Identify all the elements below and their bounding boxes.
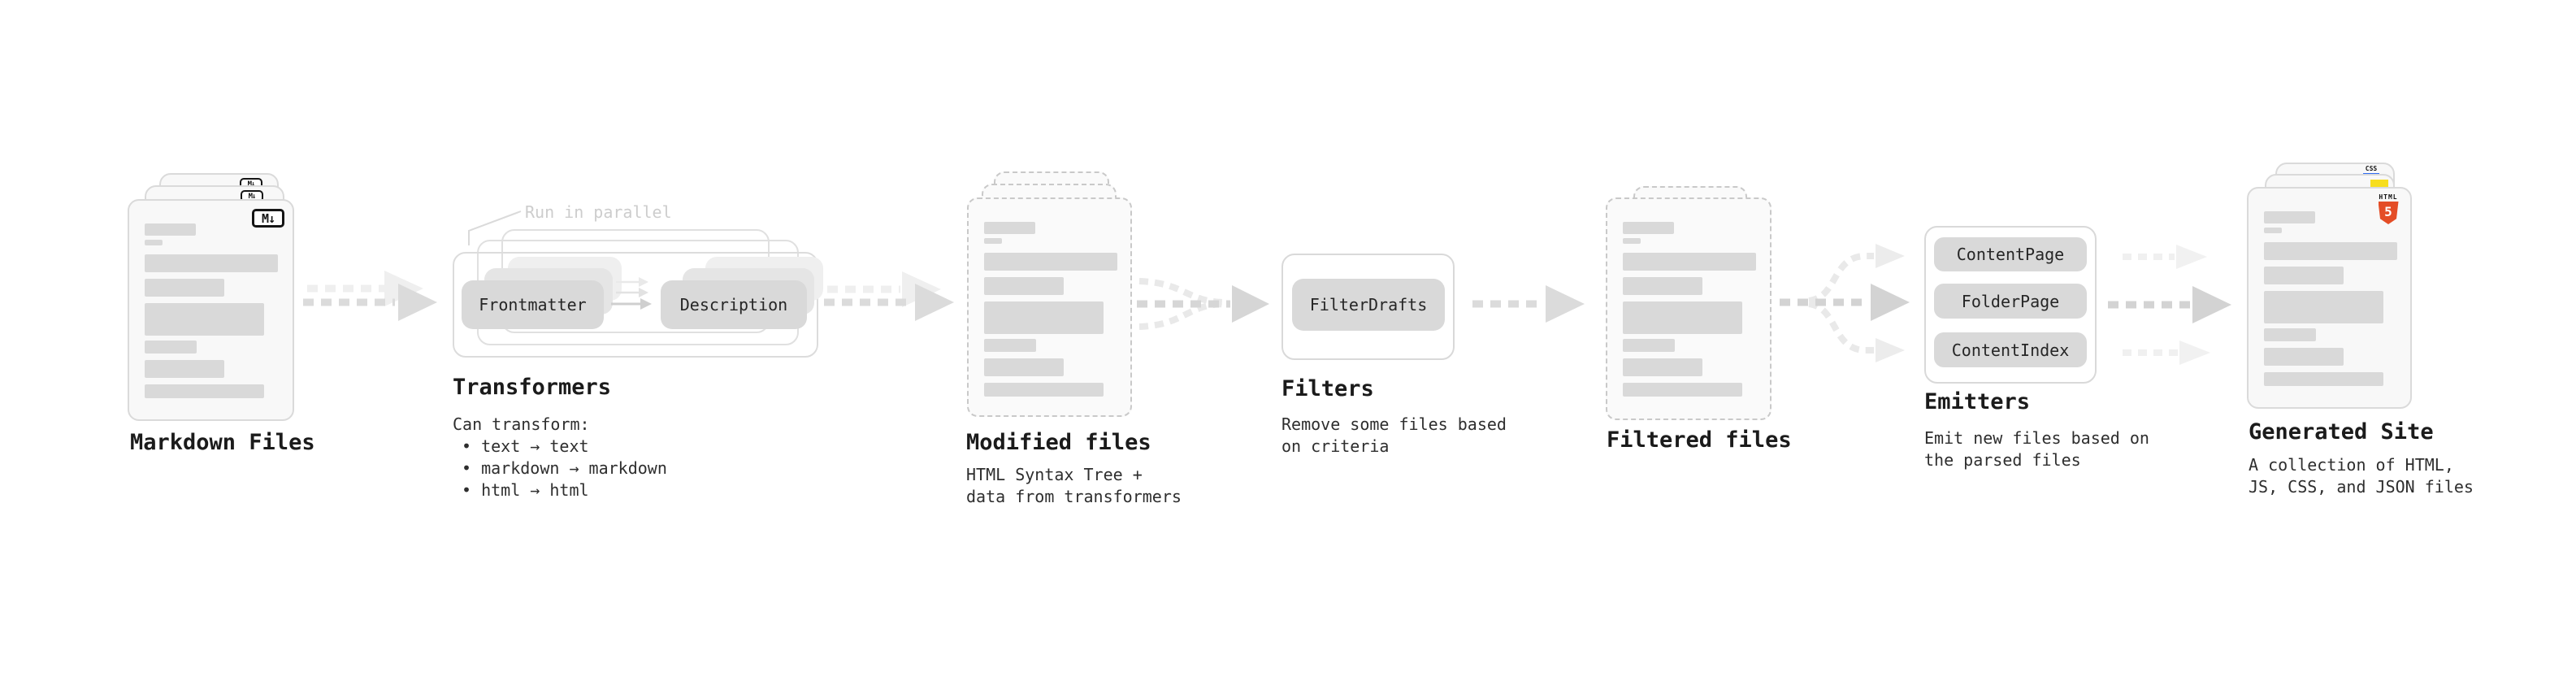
skeleton-text-bar — [1623, 222, 1674, 234]
generated-site-caption: A collection of HTML, JS, CSS, and JSON … — [2249, 454, 2474, 498]
arrow-transformers-to-modified — [824, 271, 954, 321]
skeleton-text-bar — [984, 339, 1036, 352]
skeleton-text-bar — [1623, 383, 1742, 397]
modified-files-caption: HTML Syntax Tree + data from transformer… — [966, 464, 1182, 508]
arrow-emitters-to-generated — [2108, 245, 2231, 365]
caption-line: • html → html — [462, 480, 589, 500]
skeleton-text-bar — [145, 384, 264, 398]
filtered-doc-front — [1606, 197, 1772, 420]
skeleton-text-bar — [145, 254, 278, 272]
caption-line: data from transformers — [966, 487, 1182, 506]
skeleton-text-bar — [1623, 253, 1756, 271]
caption-line: Emit new files based on — [1924, 428, 2149, 448]
skeleton-text-bar — [2264, 372, 2383, 386]
skeleton-text-bar — [145, 303, 264, 336]
frontmatter-node: Frontmatter — [462, 280, 604, 329]
js-icon — [2370, 180, 2388, 189]
skeleton-text-bar — [145, 223, 196, 236]
caption-line: • text → text — [462, 436, 589, 456]
skeleton-text-bar — [1623, 277, 1702, 295]
content-index-node: ContentIndex — [1934, 332, 2087, 367]
caption-line: on criteria — [1281, 436, 1390, 456]
stage-title-emitters: Emitters — [1924, 389, 2031, 414]
skeleton-text-bar — [2264, 228, 2282, 233]
run-in-parallel-label: Run in parallel — [525, 202, 672, 222]
caption-line: Remove some files based — [1281, 414, 1507, 434]
skeleton-text-bar — [984, 222, 1035, 234]
description-node: Description — [661, 280, 807, 329]
css-icon-label: CSS — [2365, 165, 2378, 172]
filters-caption: Remove some files based on criteria — [1281, 414, 1507, 458]
skeleton-text-bar — [984, 301, 1104, 334]
transformer-layer-front — [453, 252, 818, 358]
skeleton-text-bar — [145, 240, 163, 245]
skeleton-text-bar — [2264, 211, 2315, 223]
generated-doc-front: HTML 5 — [2247, 187, 2412, 409]
skeleton-text-bar — [984, 238, 1002, 244]
caption-line: A collection of HTML, — [2249, 455, 2454, 475]
skeleton-text-bar — [1623, 301, 1742, 334]
skeleton-text-bar — [2264, 242, 2397, 260]
skeleton-text-bar — [984, 383, 1104, 397]
arrow-markdown-to-transformers — [303, 271, 437, 321]
stage-title-modified-files: Modified files — [966, 430, 1151, 455]
skeleton-text-bar — [984, 358, 1064, 376]
stage-title-filtered-files: Filtered files — [1607, 427, 1792, 453]
html5-icon: HTML 5 — [2376, 193, 2400, 224]
content-page-node: ContentPage — [1934, 237, 2087, 271]
emitters-caption: Emit new files based on the parsed files — [1924, 427, 2149, 471]
stage-title-markdown-files: Markdown Files — [130, 430, 315, 455]
arrow-filtered-to-emitters — [1780, 244, 1910, 362]
arrow-filters-to-filtered — [1472, 285, 1585, 323]
skeleton-text-bar — [2264, 291, 2383, 323]
skeleton-text-bar — [1623, 358, 1702, 376]
stage-title-filters: Filters — [1281, 376, 1374, 401]
skeleton-text-bar — [1623, 238, 1641, 244]
html5-icon-shield: 5 — [2378, 202, 2399, 224]
modified-doc-front — [967, 197, 1132, 417]
skeleton-text-bar — [984, 277, 1064, 295]
folder-page-node: FolderPage — [1934, 284, 2087, 319]
markdown-doc-front: M↓ — [128, 199, 294, 421]
skeleton-text-bar — [1623, 339, 1675, 352]
caption-line: • markdown → markdown — [462, 458, 667, 478]
skeleton-text-bar — [2264, 348, 2344, 366]
caption-line: JS, CSS, and JSON files — [2249, 477, 2474, 497]
skeleton-text-bar — [145, 279, 224, 297]
transformers-caption: Can transform: • text → text • markdown … — [453, 414, 667, 501]
stage-title-transformers: Transformers — [453, 375, 612, 400]
markdown-icon: M↓ — [252, 209, 284, 228]
skeleton-text-bar — [145, 340, 197, 354]
arrow-modified-to-filters — [1137, 278, 1269, 330]
filter-drafts-node: FilterDrafts — [1292, 279, 1445, 331]
html5-icon-label: HTML — [2379, 193, 2398, 201]
skeleton-text-bar — [984, 253, 1117, 271]
skeleton-text-bar — [2264, 267, 2344, 284]
skeleton-text-bar — [145, 360, 224, 378]
caption-line: Can transform: — [453, 414, 590, 434]
caption-line: HTML Syntax Tree + — [966, 465, 1143, 484]
caption-line: the parsed files — [1924, 450, 2081, 470]
skeleton-text-bar — [2264, 328, 2316, 341]
stage-title-generated-site: Generated Site — [2249, 419, 2434, 445]
